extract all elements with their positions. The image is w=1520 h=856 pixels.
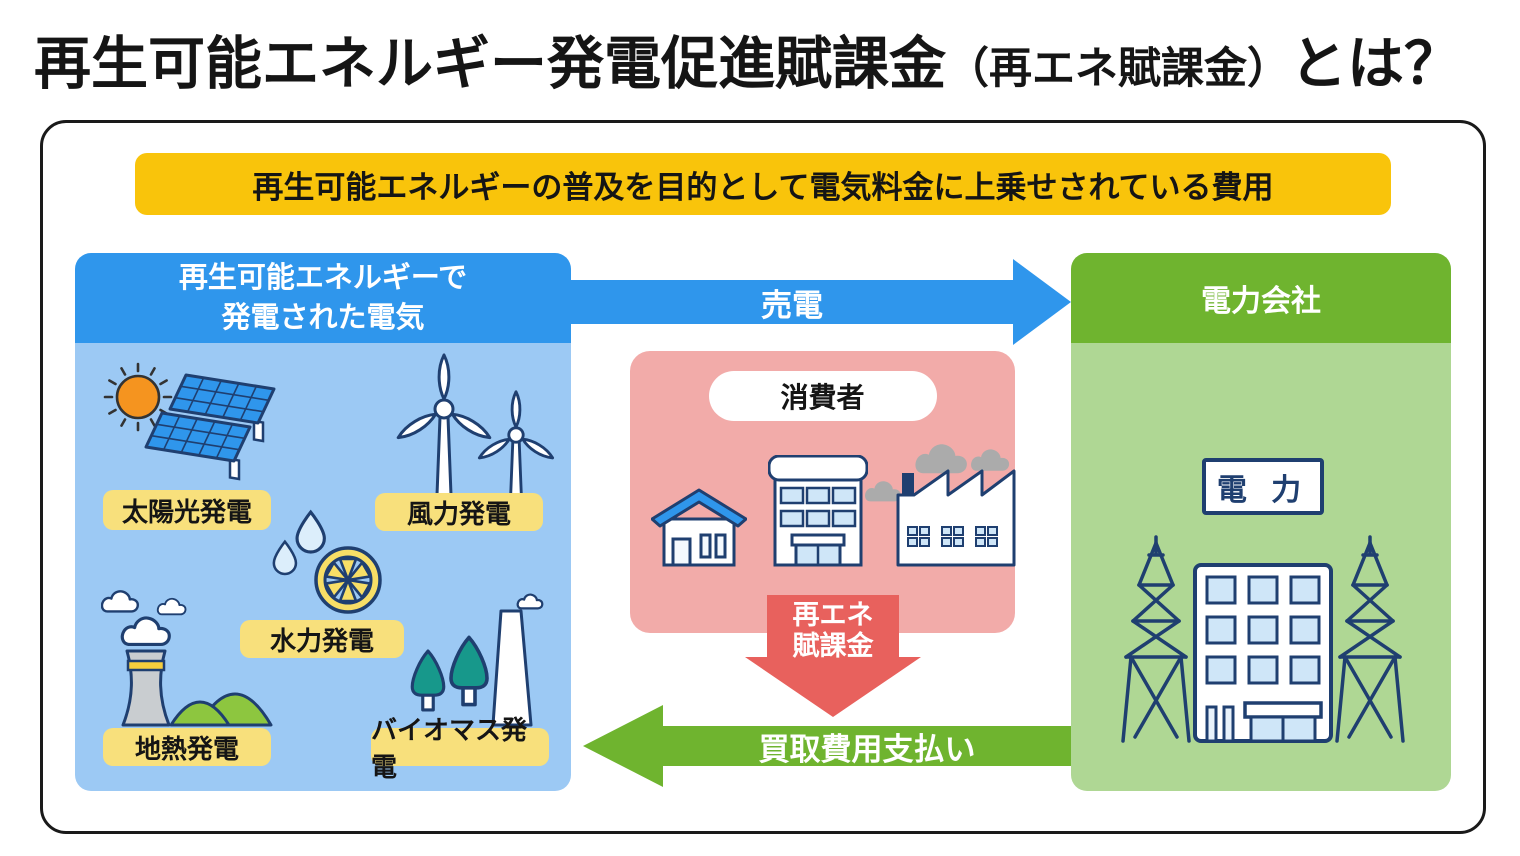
consumer-label-pill: 消費者 <box>708 371 937 421</box>
water-drops-icon <box>272 509 326 576</box>
transmission-tower-icon <box>1335 533 1405 745</box>
source-label-wind: 風力発電 <box>375 493 543 531</box>
renewable-header-line1: 再生可能エネルギーで <box>178 262 468 294</box>
renewable-header-line2: 発電された電気 <box>221 302 425 334</box>
steam-cloud-icon <box>516 593 544 610</box>
power-building-icon <box>1193 511 1333 743</box>
page-title-main: 再生可能エネルギー発電促進賦課金 <box>34 32 946 96</box>
factory-icon <box>858 439 1016 571</box>
renewable-panel-body: 太陽光発電 風力発電 水力発電 地熱発電 バイオマス発電 <box>75 343 571 791</box>
consumer-box: 消費者 <box>630 351 1016 633</box>
sell-arrow-label: 売電 <box>761 287 823 323</box>
source-label-hydro: 水力発電 <box>240 620 404 658</box>
page-title-suffix: とは？ <box>1290 32 1461 96</box>
power-company-panel-header: 電力会社 <box>1071 253 1451 343</box>
surcharge-label-line1: 再エネ <box>792 600 874 630</box>
water-wheel-icon <box>314 546 382 614</box>
transmission-tower-icon <box>1121 533 1191 745</box>
surcharge-arrow <box>745 595 921 717</box>
house-icon <box>651 481 747 569</box>
payment-arrow <box>583 705 1071 787</box>
hydro-icon <box>268 508 418 620</box>
office-building-icon <box>768 455 868 567</box>
renewable-panel-header: 再生可能エネルギーで 発電された電気 <box>75 253 571 343</box>
source-label-solar: 太陽光発電 <box>103 490 271 530</box>
payment-arrow-label: 買取費用支払い <box>758 731 976 767</box>
biomass-icon <box>393 593 553 733</box>
page-title-paren: （再エネ賦課金） <box>946 45 1290 93</box>
diagram-container: 再生可能エネルギーの普及を目的として電気料金に上乗せされている費用 再生可能エネ… <box>40 120 1486 834</box>
solar-panel-icon <box>98 359 308 483</box>
definition-banner: 再生可能エネルギーの普及を目的として電気料金に上乗せされている費用 <box>135 153 1391 215</box>
source-label-geothermal: 地熱発電 <box>103 728 271 766</box>
mountains-icon <box>169 692 273 727</box>
chimney-icon <box>491 609 533 727</box>
sell-arrow <box>571 259 1071 345</box>
smoke-icon <box>865 444 1010 502</box>
sun-icon <box>103 362 173 432</box>
surcharge-label-line2: 賦課金 <box>792 631 874 661</box>
tree-icon <box>410 635 489 712</box>
source-label-biomass: バイオマス発電 <box>371 715 549 782</box>
wind-turbine-icon <box>388 353 568 505</box>
steam-cloud-icon <box>101 590 187 646</box>
page-title: 再生可能エネルギー発電促進賦課金（再エネ賦課金）とは？ <box>34 18 1494 100</box>
power-company-panel-body: 電 力 <box>1071 343 1451 791</box>
geothermal-icon <box>101 585 291 730</box>
surcharge-arrow-label: 再エネ 賦課金 <box>745 599 921 663</box>
power-building-sign: 電 力 <box>1202 458 1324 515</box>
